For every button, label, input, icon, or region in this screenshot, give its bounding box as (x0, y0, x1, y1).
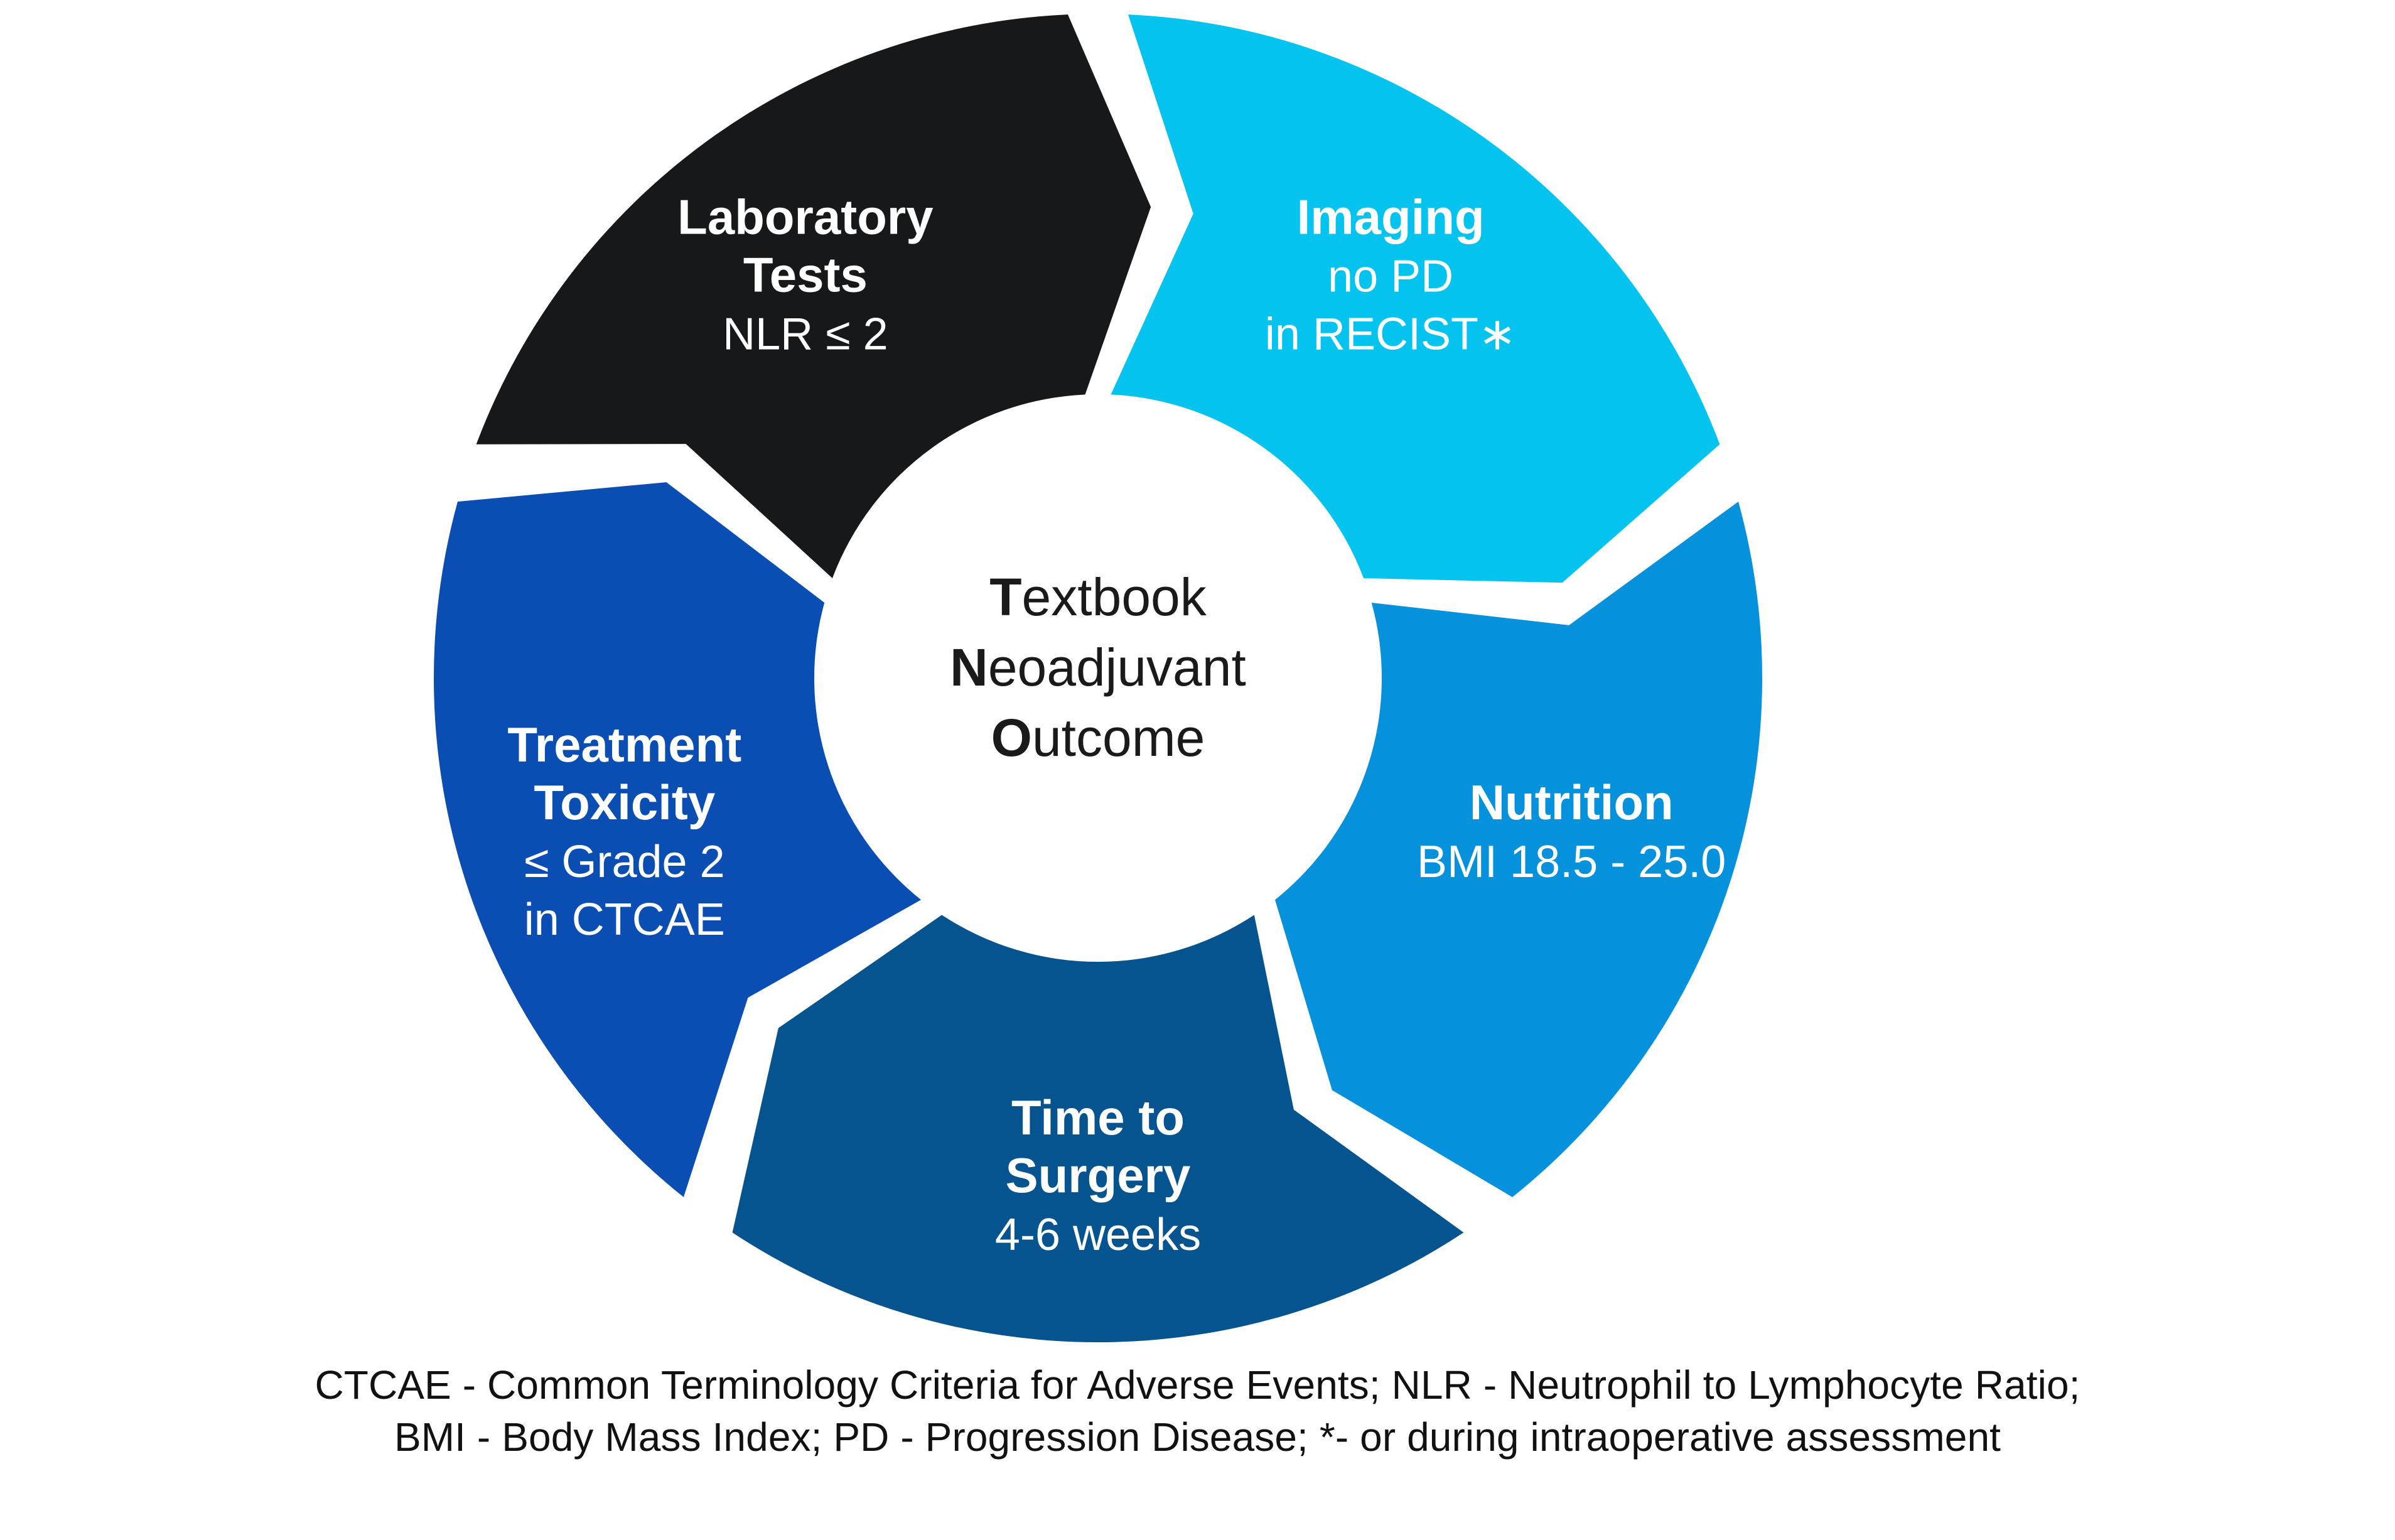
segment-nutrition[interactable] (1274, 502, 1762, 1197)
subtitle-treatment-toxicity: in CTCAE (524, 895, 725, 945)
segment-time-to-surgery[interactable] (732, 915, 1464, 1342)
title-treatment-toxicity: Toxicity (534, 775, 715, 830)
title-laboratory-tests: Tests (743, 247, 868, 302)
figure-caption: CTCAE - Common Terminology Criteria for … (0, 1359, 2395, 1463)
title-nutrition: Nutrition (1470, 775, 1674, 830)
title-laboratory-tests: Laboratory (677, 189, 933, 244)
center-line-3: Outcome (991, 708, 1205, 767)
center-circle (836, 416, 1360, 940)
caption-line-2: BMI - Body Mass Index; PD - Progression … (394, 1414, 2001, 1460)
title-time-to-surgery: Time to (1011, 1090, 1185, 1145)
caption-line-1: CTCAE - Common Terminology Criteria for … (315, 1362, 2080, 1408)
center-line-2: Neoadjuvant (950, 638, 1246, 697)
subtitle-imaging: no PD (1328, 251, 1453, 301)
segment-laboratory-tests[interactable] (476, 14, 1151, 578)
segment-group (434, 14, 1762, 1342)
center-line-1: Textbook (989, 568, 1207, 627)
title-time-to-surgery: Surgery (1006, 1148, 1191, 1203)
subtitle-laboratory-tests: NLR ≤ 2 (723, 309, 888, 359)
subtitle-nutrition: BMI 18.5 - 25.0 (1417, 837, 1726, 887)
title-imaging: Imaging (1297, 189, 1485, 244)
segment-imaging[interactable] (1111, 14, 1720, 583)
segment-treatment-toxicity[interactable] (434, 482, 922, 1197)
title-treatment-toxicity: Treatment (507, 717, 741, 772)
subtitle-treatment-toxicity: ≤ Grade 2 (524, 837, 725, 887)
subtitle-imaging: in RECIST∗ (1265, 309, 1516, 359)
label-imaging: Imaging no PD in RECIST∗ (1265, 189, 1516, 359)
subtitle-time-to-surgery: 4-6 weeks (995, 1210, 1201, 1260)
